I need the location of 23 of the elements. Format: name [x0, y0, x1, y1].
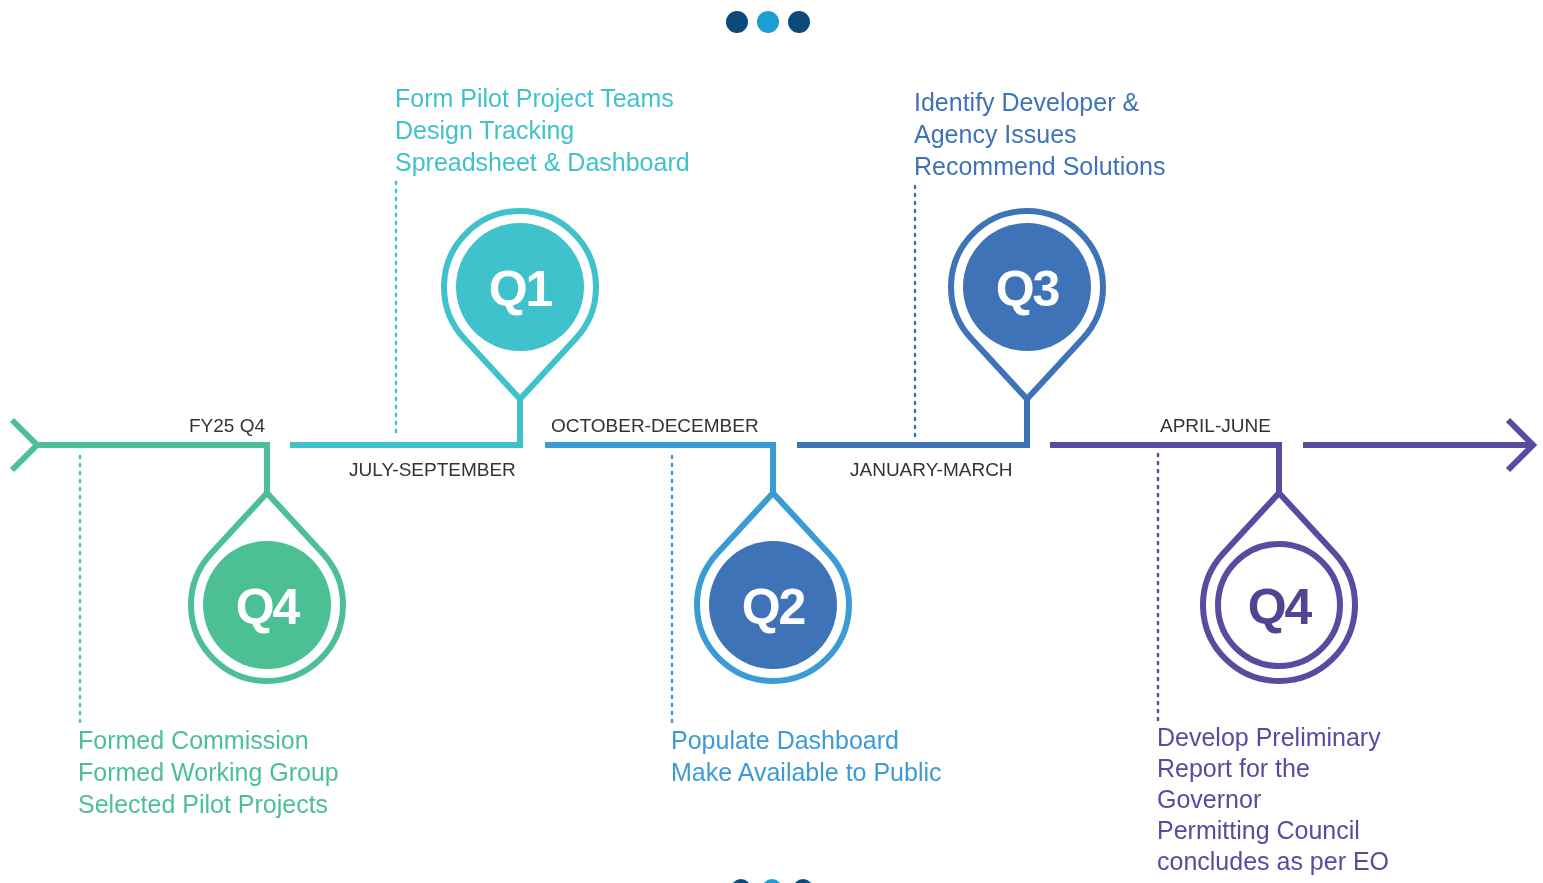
quarter-label: Q4	[235, 582, 299, 632]
milestone-text: Recommend Solutions	[914, 151, 1167, 182]
milestone-text: Develop Preliminary Report for the Governor	[1157, 722, 1382, 815]
leader-line	[913, 184, 917, 440]
period-label: JULY-SEPTEMBER	[349, 460, 516, 479]
milestone-text: Populate Dashboard	[671, 725, 900, 756]
period-label: FY25 Q4	[189, 416, 266, 435]
milestone-text: Identify Developer & Agency Issues	[914, 87, 1141, 150]
milestone-text: Selected Pilot Projects	[78, 789, 330, 820]
milestone-text: Make Available to Public	[671, 757, 943, 788]
leader-line	[1156, 450, 1160, 722]
milestone-text: Permitting Council concludes as per EO	[1157, 815, 1391, 877]
milestone-text: Form Pilot Project Teams	[395, 83, 675, 114]
milestone-text: Formed Commission	[78, 725, 310, 756]
quarter-label: Q2	[741, 582, 805, 632]
quarter-label: Q1	[488, 264, 552, 314]
quarter-label: Q3	[995, 264, 1059, 314]
period-label: JANUARY-MARCH	[850, 460, 1013, 479]
quarter-label: Q4	[1247, 582, 1311, 632]
milestone-text: Design Tracking Spreadsheet & Dashboard	[395, 115, 691, 178]
period-label: APRIL-JUNE	[1160, 416, 1271, 435]
milestone-text: Formed Working Group	[78, 757, 340, 788]
period-label: OCTOBER-DECEMBER	[551, 416, 759, 435]
